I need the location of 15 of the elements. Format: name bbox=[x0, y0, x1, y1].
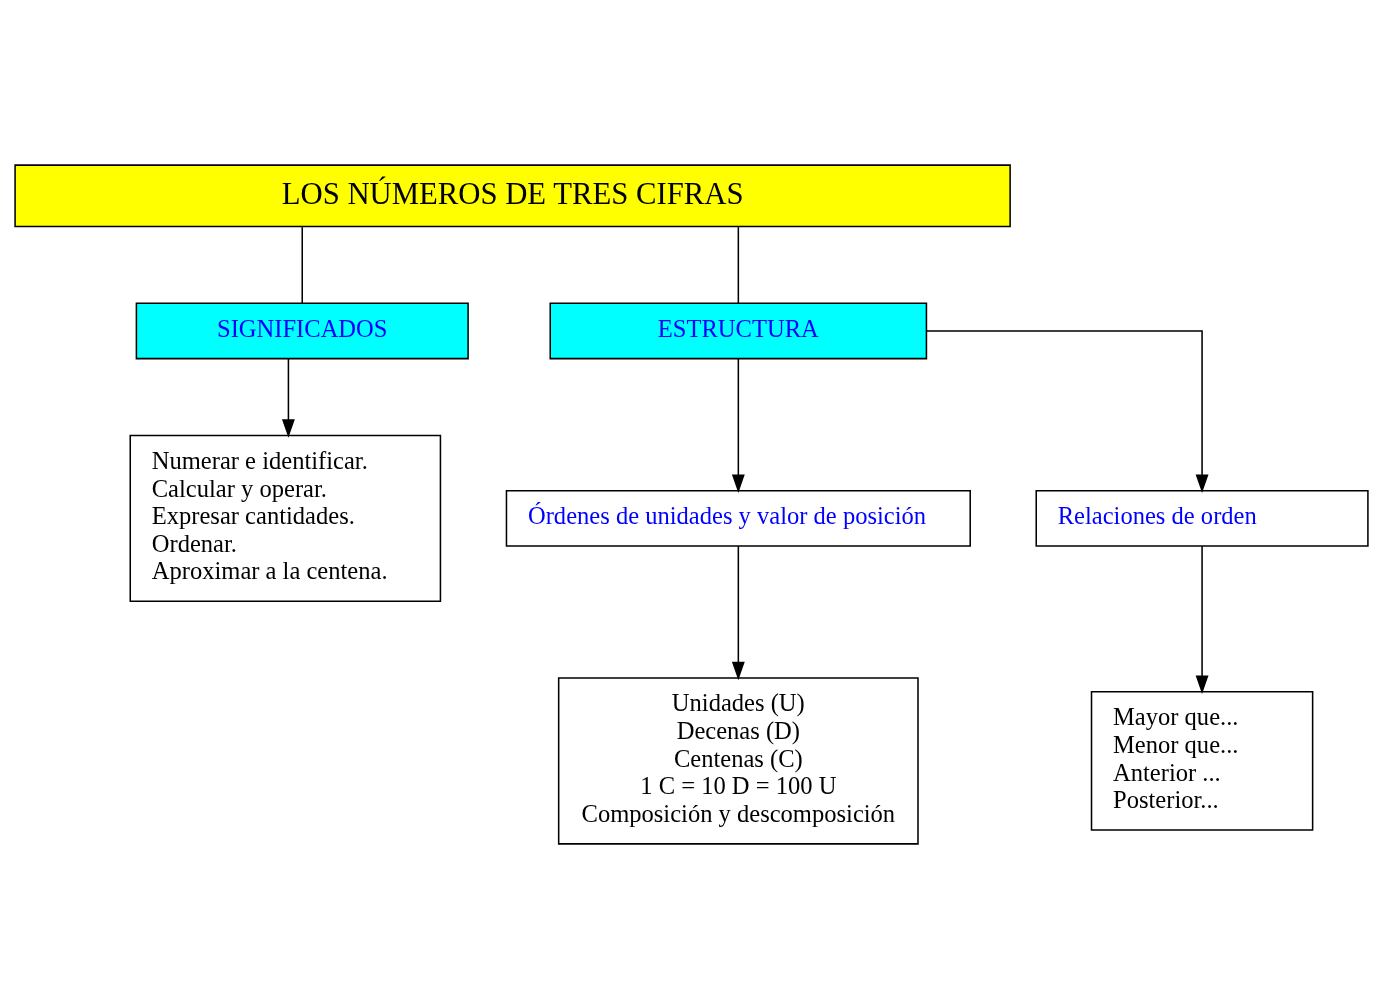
arrow bbox=[731, 357, 745, 493]
node-box: Numerar e identificar. Calcular y operar. Expresar cantidades. Ordenar. Aproximar a la centena. bbox=[129, 434, 442, 602]
node-box: ESTRUCTURA bbox=[549, 302, 928, 359]
arrow bbox=[731, 544, 745, 680]
node-box: Unidades (U) Decenas (D) Centenas (C) 1 C = 10 D = 100 U Composición y descomposición bbox=[557, 676, 919, 845]
connector bbox=[301, 225, 303, 304]
node-box: Órdenes de unidades y valor de posición bbox=[505, 489, 971, 547]
connector bbox=[737, 225, 740, 304]
arrow bbox=[926, 329, 1209, 493]
node-box: Mayor que... Menor que... Anterior ... Posterior... bbox=[1090, 690, 1314, 831]
node-box: SIGNIFICADOS bbox=[135, 302, 469, 359]
node-box: LOS NÚMEROS DE TRES CIFRAS bbox=[14, 163, 1011, 227]
arrow bbox=[281, 357, 295, 438]
arrow bbox=[1195, 544, 1209, 694]
node-box: Relaciones de orden bbox=[1035, 489, 1369, 547]
